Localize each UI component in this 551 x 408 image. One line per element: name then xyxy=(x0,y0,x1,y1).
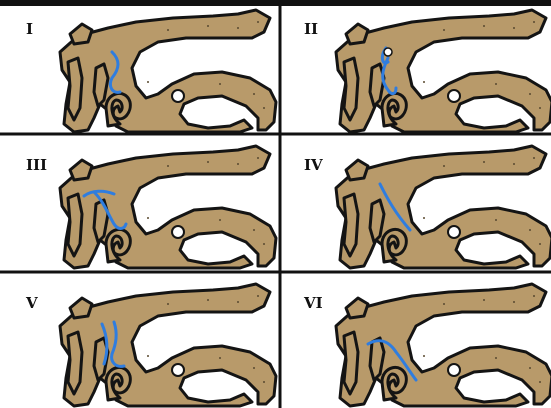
cell-marker xyxy=(384,48,392,56)
sinus-cross-section xyxy=(60,10,276,132)
top-border xyxy=(0,0,551,6)
panel-ii xyxy=(336,10,551,132)
sinus-cross-section xyxy=(336,146,551,268)
panel-label: IV xyxy=(304,156,323,174)
panel-label: V xyxy=(25,294,38,312)
panel-iv xyxy=(336,146,551,268)
panel-label: VI xyxy=(303,294,323,312)
panel-label: III xyxy=(26,156,47,174)
panel-v xyxy=(60,284,276,406)
panel-label: I xyxy=(26,20,33,38)
panel-i xyxy=(60,10,276,132)
panel-label: II xyxy=(304,20,318,38)
sinus-cross-section xyxy=(336,10,551,132)
sinus-cross-section xyxy=(60,146,276,268)
panel-vi xyxy=(336,284,551,406)
panel-iii xyxy=(60,146,276,268)
sinus-cross-section xyxy=(60,284,276,406)
